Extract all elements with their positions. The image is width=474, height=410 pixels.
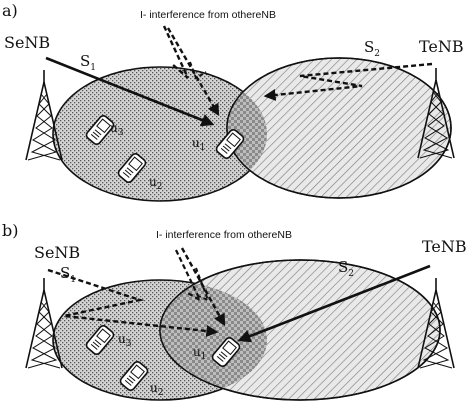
target-enb-label: TeNB bbox=[422, 237, 467, 256]
phone-icon bbox=[85, 114, 115, 146]
panel-b-label: b) bbox=[2, 221, 18, 240]
interference-label: I- interference from othereNB bbox=[156, 229, 292, 241]
source-enb-label: SeNB bbox=[4, 33, 50, 52]
serving-link-arrow bbox=[45, 56, 215, 127]
panel-a: a) SeNB TeNB S1 S2 I- interference from bbox=[2, 1, 464, 202]
cell-s2-label: S2 bbox=[364, 38, 380, 59]
cell-s1-label: S1 bbox=[80, 52, 96, 73]
user-u2-label: u2 bbox=[150, 381, 163, 398]
user-u2-label: u2 bbox=[149, 175, 162, 192]
panel-b: b) SeNB TeNB S1 S2 I- interference from … bbox=[2, 221, 467, 401]
user-u1-label: u1 bbox=[192, 136, 205, 153]
phone-icon bbox=[85, 324, 115, 356]
phone-icon bbox=[215, 128, 245, 160]
tower-icon bbox=[25, 278, 63, 369]
tower-icon bbox=[25, 70, 63, 161]
panel-a-label: a) bbox=[2, 1, 18, 20]
tenb-interference-arrow bbox=[263, 62, 433, 101]
target-enb-label: TeNB bbox=[419, 37, 464, 56]
cell-overlap-region bbox=[160, 280, 267, 400]
phone-icon bbox=[211, 336, 241, 368]
tower-icon bbox=[417, 68, 455, 159]
cell-s2-label: S2 bbox=[338, 258, 354, 279]
phone-icon bbox=[117, 152, 147, 184]
user-u3-label: u3 bbox=[118, 332, 132, 349]
user-u1-label: u1 bbox=[193, 345, 206, 362]
cell-s1-label: S1 bbox=[60, 264, 76, 285]
source-enb-label: SeNB bbox=[34, 243, 80, 262]
serving-link-arrow bbox=[237, 264, 431, 343]
interference-label: I- interference from othereNB bbox=[140, 9, 276, 21]
interference-path bbox=[162, 25, 190, 79]
interference-arrow bbox=[180, 247, 226, 327]
senb-interference-arrow bbox=[47, 268, 219, 337]
tower-icon bbox=[417, 278, 455, 369]
phone-icon bbox=[119, 360, 149, 392]
interference-path bbox=[175, 249, 203, 303]
user-u3-label: u3 bbox=[110, 121, 124, 138]
